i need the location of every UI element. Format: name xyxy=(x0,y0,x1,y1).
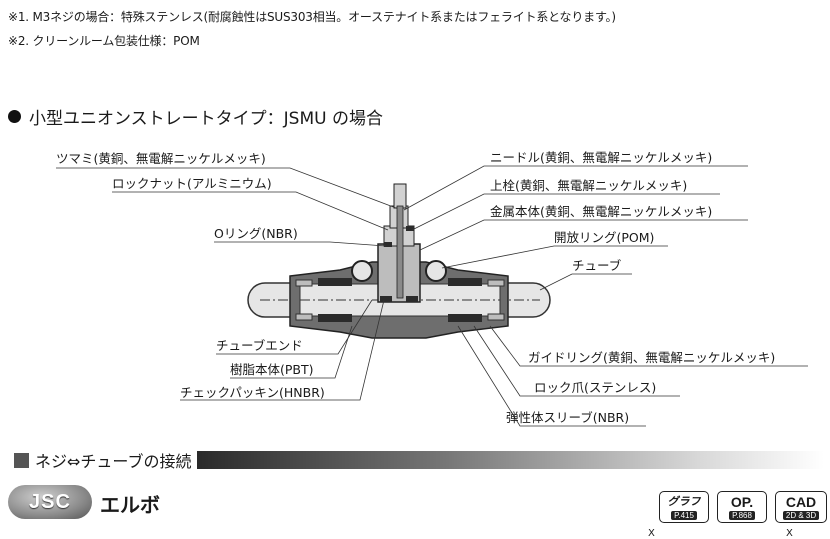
label-tube-end: チューブエンド xyxy=(216,338,303,353)
connection-section-bar: ネジ⇔チューブの接続 xyxy=(14,449,824,471)
leader-lines-right xyxy=(403,165,808,427)
bullet-icon xyxy=(8,110,21,123)
footnote-m3-thread: ※1. M3ネジの場合：特殊ステンレス(耐腐蝕性はSUS303相当。オーステナイ… xyxy=(8,10,616,24)
seals xyxy=(295,278,505,322)
square-bullet-icon xyxy=(14,452,29,468)
connection-section-title: ネジ⇔チューブの接続 xyxy=(35,452,192,471)
label-guide-ring: ガイドリング(黄銅、無電解ニッケルメッキ) xyxy=(528,350,775,365)
label-elastic-sleeve: 弾性体スリーブ(NBR) xyxy=(506,410,629,425)
label-check-packing: チェックパッキン(HNBR) xyxy=(180,385,325,400)
label-o-ring: Oリング(NBR) xyxy=(214,226,298,241)
product-name: エルボ xyxy=(100,493,160,517)
section-heading: 小型ユニオンストレートタイプ：JSMU の場合 xyxy=(8,104,383,129)
cad-reference-link[interactable]: CAD 2D & 3D xyxy=(775,491,827,523)
footnote-cleanroom: ※2. クリーンルーム包装仕様：POM xyxy=(8,34,200,48)
dimension-mark: X xyxy=(648,528,655,539)
cad-label: CAD xyxy=(785,493,817,510)
graph-reference-link[interactable]: グラフ P.415 xyxy=(659,491,709,523)
leader-lines-left xyxy=(56,167,397,401)
dimension-mark: X xyxy=(786,528,793,539)
label-tube: チューブ xyxy=(572,258,622,273)
label-knob: ツマミ(黄銅、無電解ニッケルメッキ) xyxy=(56,151,266,166)
label-lock-nut: ロックナット(アルミニウム) xyxy=(112,176,272,191)
gradient-rule xyxy=(197,451,824,469)
label-resin-body: 樹脂本体(PBT) xyxy=(230,362,314,377)
op-label: OP. xyxy=(730,493,754,510)
op-reference-link[interactable]: OP. P.868 xyxy=(717,491,767,523)
label-upper-plug: 上栓(黄銅、無電解ニッケルメッキ) xyxy=(490,178,687,193)
cross-section-diagram: ツマミ(黄銅、無電解ニッケルメッキ) ロックナット(アルミニウム) Oリング(N… xyxy=(56,150,808,427)
graph-icon: グラフ xyxy=(667,495,701,508)
jsc-series-badge: JSC xyxy=(8,485,92,519)
label-lock-claw: ロック爪(ステンレス) xyxy=(534,380,656,395)
metal-body xyxy=(377,183,421,303)
label-needle: ニードル(黄銅、無電解ニッケルメッキ) xyxy=(490,150,712,165)
jsc-badge-text: JSC xyxy=(29,490,71,513)
cad-sub: 2D & 3D xyxy=(782,510,820,520)
label-metal-body: 金属本体(黄銅、無電解ニッケルメッキ) xyxy=(490,204,712,219)
release-rings xyxy=(351,260,447,282)
section-heading-text: 小型ユニオンストレートタイプ：JSMU の場合 xyxy=(29,109,383,129)
label-release-ring: 開放リング(POM) xyxy=(554,230,654,245)
graph-page: P.415 xyxy=(671,510,697,520)
op-page: P.868 xyxy=(729,510,755,520)
